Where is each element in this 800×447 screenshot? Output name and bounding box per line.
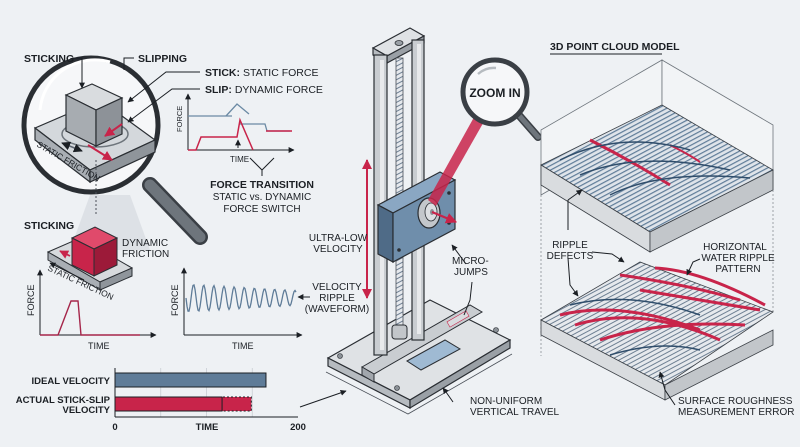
micro-jumps-line1: MICRO-	[452, 256, 489, 267]
roughness-line1: SURFACE ROUGHNESS	[678, 396, 793, 407]
force-arrow-icon	[87, 144, 113, 161]
bar-ideal-velocity	[114, 372, 267, 388]
force-transition-line1: STATIC vs. DYNAMIC	[213, 192, 312, 203]
x-axis-label: TIME	[196, 422, 219, 433]
velocity-ripple-line2: RIPPLE	[319, 293, 355, 304]
time-axis-label: TIME	[232, 341, 254, 351]
velocity-ripple-line1: VELOCITY	[312, 282, 362, 293]
sticking-label-top: STICKING	[24, 53, 74, 65]
force-pulse-chart: FORCE TIME	[26, 269, 157, 351]
sticking-label-bottom: STICKING	[24, 220, 74, 232]
category-label-actual-line2: VELOCITY	[62, 405, 110, 416]
ripple-defects-line1: RIPPLE	[552, 240, 588, 251]
velocity-ripple-waveform	[185, 283, 297, 312]
blue-carriage-plate	[406, 339, 462, 371]
ultra-low-velocity-line2: VELOCITY	[313, 244, 363, 255]
ripple-chart: FORCE TIME	[170, 267, 303, 351]
force-transition-line2: FORCE SWITCH	[223, 204, 300, 215]
zoom-in-magnifier: ZOOM IN	[460, 57, 542, 141]
magnifier-icon	[460, 57, 530, 127]
non-uniform-line2: VERTICAL TRAVEL	[470, 407, 560, 418]
force-axis-label: FORCE	[175, 106, 184, 132]
ripple-defects-line2: DEFECTS	[547, 251, 594, 262]
non-uniform-line1: NON-UNIFORM	[470, 396, 542, 407]
friction-arrow-icon	[61, 141, 83, 153]
slip-arrow-icon	[104, 123, 123, 137]
category-label-actual-line1: ACTUAL STICK-SLIP	[16, 395, 111, 406]
velocity-ripple-line3: (WAVEFORM)	[305, 304, 369, 315]
time-axis-label: TIME	[230, 155, 249, 164]
force-pulse-line	[40, 300, 140, 336]
left-magnifier: STATIC FRICTION	[21, 55, 208, 250]
velocity-bar-chart: IDEAL VELOCITY ACTUAL STICK-SLIP VELOCIT…	[16, 368, 306, 433]
force-arrow-icon	[431, 210, 458, 224]
linear-stage-apparatus	[299, 27, 513, 415]
horizontal-ripple-line3: PATTERN	[715, 264, 760, 275]
micro-jumps-line2: JUMPS	[454, 267, 488, 278]
ultra-low-velocity-line1: ULTRA-LOW	[309, 233, 368, 244]
x-tick-200: 200	[290, 422, 306, 433]
dynamic-friction-line1: DYNAMIC	[122, 238, 168, 249]
lower-point-cloud	[540, 261, 774, 401]
point-cloud-title: 3D POINT CLOUD MODEL	[550, 41, 680, 53]
stick-legend: STICK:STATIC FORCE	[205, 67, 318, 79]
force-transition-chart: FORCE TIME	[175, 93, 295, 176]
roughness-line2: MEASUREMENT ERROR	[678, 407, 795, 418]
bar-actual-velocity	[114, 396, 223, 412]
zoom-beam	[428, 110, 486, 206]
horizontal-ripple-line1: HORIZONTAL	[703, 242, 767, 253]
category-label-ideal: IDEAL VELOCITY	[32, 376, 111, 387]
slipping-label: SLIPPING	[138, 53, 187, 65]
force-axis-label: FORCE	[170, 285, 180, 317]
force-axis-label: FORCE	[26, 285, 36, 317]
time-axis-label: TIME	[88, 341, 110, 351]
dynamic-force-line	[188, 117, 254, 151]
x-tick-0: 0	[112, 422, 117, 433]
upper-point-cloud	[540, 59, 774, 253]
force-transition-title: FORCE TRANSITION	[210, 179, 314, 191]
horizontal-ripple-line2: WATER RIPPLE	[701, 253, 775, 264]
dynamic-friction-line2: FRICTION	[122, 249, 169, 260]
zoom-in-label: ZOOM IN	[469, 86, 520, 100]
slip-legend: SLIP:DYNAMIC FORCE	[205, 84, 323, 96]
